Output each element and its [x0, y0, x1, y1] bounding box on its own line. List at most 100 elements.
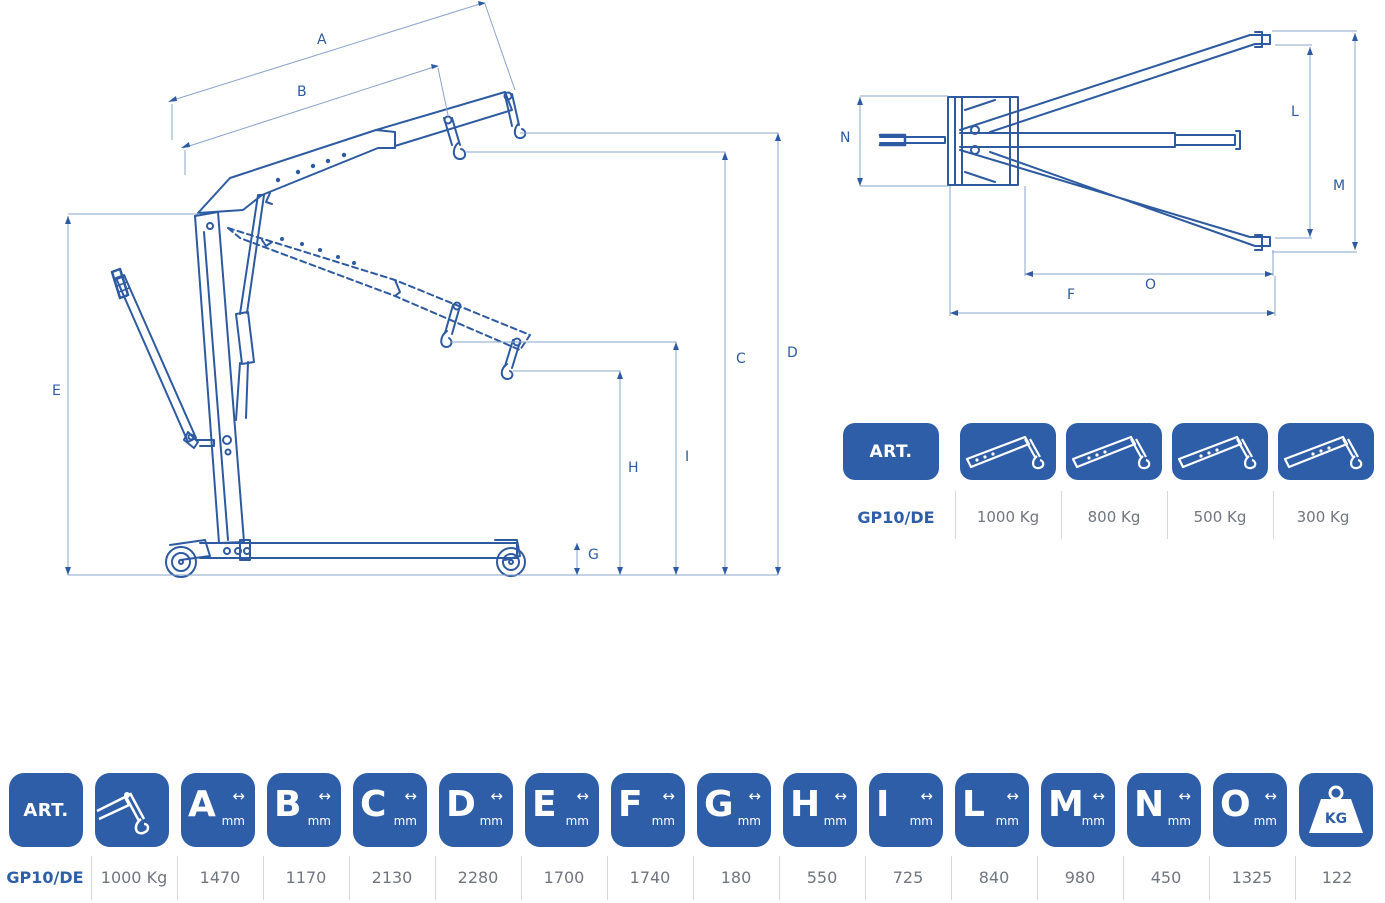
capacity-head-2	[1066, 423, 1162, 480]
side-view-crane	[110, 91, 531, 578]
dims-unit: mm	[307, 814, 331, 828]
capacity-art-header: ART.	[843, 423, 939, 480]
dim-label-a: A	[317, 32, 327, 48]
dim-label-b: B	[297, 84, 307, 100]
dims-unit: mm	[1167, 814, 1191, 828]
capacity-separator	[1061, 491, 1062, 539]
dims-header-l: L↔mm	[955, 773, 1029, 847]
dims-separator	[521, 856, 522, 900]
double-arrow-icon: ↔	[662, 787, 675, 805]
dims-header-f: F ↔ mm	[611, 773, 685, 847]
capacity-model: GP10/DE	[857, 507, 935, 527]
dim-label-g: G	[588, 547, 599, 563]
dims-value-i: 725	[892, 867, 924, 887]
dims-header-m: M↔mm	[1041, 773, 1115, 847]
dims-capacity-header	[95, 773, 169, 847]
dims-letter-g: G	[704, 784, 734, 825]
double-arrow-icon: ↔	[232, 787, 245, 805]
dims-header-g: G ↔ mm	[697, 773, 771, 847]
dim-label-n: N	[840, 130, 850, 146]
dim-label-i: I	[685, 449, 689, 465]
dims-unit: mm	[651, 814, 675, 828]
dims-value-o: 1325	[1231, 867, 1273, 887]
dims-art-label: ART.	[23, 799, 69, 821]
dims-unit: mm	[909, 814, 933, 828]
dims-header-e: E↔mm	[525, 773, 599, 847]
dims-letter-n: N	[1134, 784, 1165, 825]
dims-separator	[865, 856, 866, 900]
capacity-table: ART.	[843, 423, 1378, 539]
dims-unit: mm	[1081, 814, 1105, 828]
dims-value-m: 980	[1064, 867, 1096, 887]
lower-hook-2	[500, 363, 514, 380]
hydraulic-ram	[235, 311, 255, 365]
dim-label-f: F	[1067, 287, 1075, 303]
dims-value-n: 450	[1150, 867, 1182, 887]
dims-separator	[177, 856, 178, 900]
hook-arm-icon	[1283, 435, 1363, 469]
capacity-value-1: 1000 Kg	[976, 508, 1040, 526]
capacity-head-1	[960, 423, 1056, 480]
capacity-art-label: ART.	[869, 441, 913, 462]
double-arrow-icon: ↔	[404, 787, 417, 805]
dims-value-b: 1170	[285, 867, 327, 887]
capacity-separator	[1273, 491, 1274, 539]
dims-separator	[1123, 856, 1124, 900]
dim-label-d: D	[787, 345, 798, 361]
dims-letter-l: L	[962, 784, 985, 825]
top-view-crane	[878, 31, 1271, 251]
upper-hook-1	[452, 142, 467, 161]
double-arrow-icon: ↔	[748, 787, 761, 805]
weight-icon-label: KG	[1325, 811, 1347, 827]
dims-separator	[91, 856, 92, 900]
dims-header-d: D↔mm	[439, 773, 513, 847]
double-arrow-icon: ↔	[318, 787, 331, 805]
hook-arm-icon	[965, 435, 1045, 469]
top-base-block	[947, 96, 1019, 186]
upper-hook-2	[513, 123, 527, 140]
dims-letter-i: I	[876, 784, 890, 825]
dims-model: GP10/DE	[6, 867, 84, 887]
double-arrow-icon: ↔	[1092, 787, 1105, 805]
dims-weight-header: KG	[1299, 773, 1373, 847]
dims-value-a: 1470	[199, 867, 241, 887]
dims-value-f: 1740	[629, 867, 671, 887]
rear-wheel	[165, 539, 211, 578]
double-arrow-icon: ↔	[490, 787, 503, 805]
crane-technical-drawing: A B C D E F G H I L M N O	[52, 1, 1358, 578]
dims-letter-e: E	[532, 784, 557, 825]
dims-letter-o: O	[1220, 784, 1251, 825]
dims-value-e: 1700	[543, 867, 585, 887]
capacity-separator	[1167, 491, 1168, 539]
dims-letter-d: D	[446, 784, 476, 825]
dim-label-c: C	[736, 351, 746, 367]
mast	[194, 211, 245, 544]
front-wheel	[494, 539, 526, 577]
hook-arm-icon	[1071, 435, 1151, 469]
lower-hook-1	[440, 330, 453, 348]
dims-unit: mm	[737, 814, 761, 828]
dims-header-i: I↔mm	[869, 773, 943, 847]
dims-header-h: H ↔ mm	[783, 773, 857, 847]
dims-separator	[1209, 856, 1210, 900]
double-arrow-icon: ↔	[1178, 787, 1191, 805]
dims-unit: mm	[823, 814, 847, 828]
top-legs	[959, 34, 1271, 133]
double-arrow-icon: ↔	[834, 787, 847, 805]
boom-lower-dashed	[227, 227, 531, 351]
dims-separator	[435, 856, 436, 900]
weight-kg-icon: KG	[1309, 785, 1363, 833]
dims-unit: mm	[393, 814, 417, 828]
base-leg	[199, 542, 518, 559]
dims-letter-f: F	[618, 784, 643, 825]
dims-separator	[349, 856, 350, 900]
capacity-head-3	[1172, 423, 1268, 480]
dims-header-n: N ↔ mm	[1127, 773, 1201, 847]
dims-separator	[1037, 856, 1038, 900]
dims-letter-h: H	[790, 784, 821, 825]
dims-letter-c: C	[360, 784, 387, 825]
dims-separator	[779, 856, 780, 900]
double-arrow-icon: ↔	[1006, 787, 1019, 805]
double-arrow-icon: ↔	[576, 787, 589, 805]
dims-value-d: 2280	[457, 867, 499, 887]
